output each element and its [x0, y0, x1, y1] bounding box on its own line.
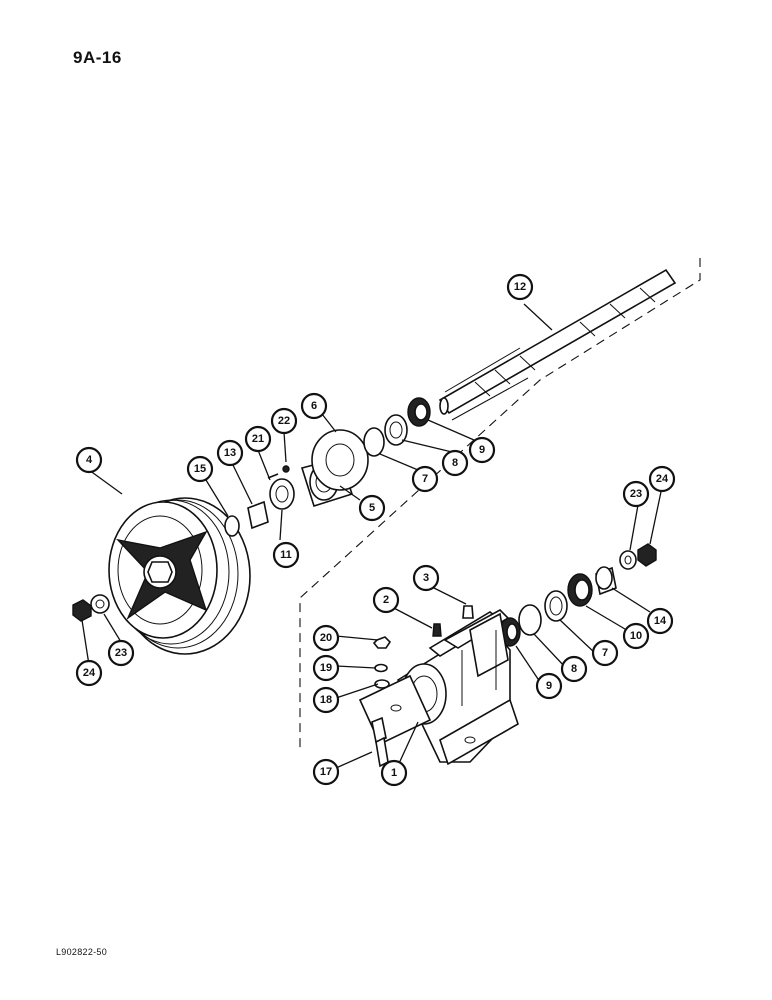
- svg-text:1: 1: [391, 767, 397, 779]
- svg-text:21: 21: [252, 433, 264, 445]
- callout-24-left: 24: [75, 659, 103, 687]
- svg-text:4: 4: [86, 454, 93, 466]
- spacer-seal-cluster: [224, 465, 295, 537]
- svg-text:2: 2: [383, 594, 389, 606]
- svg-text:5: 5: [369, 502, 375, 514]
- callout-7: 7: [411, 465, 439, 493]
- svg-text:23: 23: [115, 647, 127, 659]
- svg-text:6: 6: [311, 400, 317, 412]
- callout-20: 20: [312, 624, 340, 652]
- pulley: [108, 497, 251, 655]
- drive-shaft: [438, 268, 677, 421]
- svg-text:24: 24: [656, 473, 669, 485]
- svg-text:23: 23: [630, 488, 642, 500]
- callout-8: 8: [441, 449, 469, 477]
- svg-text:8: 8: [452, 457, 458, 469]
- svg-text:7: 7: [422, 473, 428, 485]
- leader-lines: [81, 303, 663, 771]
- callout-23-left: 23: [107, 639, 135, 667]
- callout-14: 14: [646, 607, 674, 635]
- callout-2: 2: [372, 586, 400, 614]
- bearing-flange: [300, 429, 369, 508]
- upper-bearing-set: [363, 397, 431, 457]
- callout-8-lower: 8: [560, 655, 588, 683]
- svg-text:14: 14: [654, 615, 667, 627]
- svg-text:13: 13: [224, 447, 236, 459]
- svg-text:22: 22: [278, 415, 290, 427]
- callout-1: 1: [380, 759, 408, 787]
- callout-5: 5: [358, 494, 386, 522]
- svg-text:10: 10: [630, 630, 642, 642]
- callout-13: 13: [216, 439, 244, 467]
- svg-text:9: 9: [546, 680, 552, 692]
- svg-text:17: 17: [320, 766, 332, 778]
- callout-23-right: 23: [622, 480, 650, 508]
- callout-7-lower: 7: [591, 639, 619, 667]
- lower-bearing-set: [499, 543, 657, 647]
- callout-6: 6: [300, 392, 328, 420]
- svg-text:19: 19: [320, 662, 332, 674]
- callout-19: 19: [312, 654, 340, 682]
- callout-4: 4: [75, 446, 103, 474]
- page-number: 9A-16: [73, 48, 122, 67]
- callout-18: 18: [312, 686, 340, 714]
- svg-text:24: 24: [83, 667, 96, 679]
- callout-3: 3: [412, 564, 440, 592]
- callout-9-lower: 9: [535, 672, 563, 700]
- svg-text:8: 8: [571, 663, 577, 675]
- callout-21: 21: [244, 425, 272, 453]
- callout-15: 15: [186, 455, 214, 483]
- svg-text:20: 20: [320, 632, 332, 644]
- callout-12: 12: [506, 273, 534, 301]
- svg-text:9: 9: [479, 444, 485, 456]
- callout-22: 22: [270, 407, 298, 435]
- callout-10: 10: [622, 622, 650, 650]
- svg-text:11: 11: [280, 549, 292, 561]
- callout-11: 11: [272, 541, 300, 569]
- svg-text:18: 18: [320, 694, 332, 706]
- svg-text:15: 15: [194, 463, 206, 475]
- svg-text:12: 12: [514, 281, 526, 293]
- svg-text:3: 3: [423, 572, 429, 584]
- svg-text:7: 7: [602, 647, 608, 659]
- figure-code: L902822-50: [56, 947, 108, 957]
- callout-24-right: 24: [648, 465, 676, 493]
- grease-fittings: [432, 605, 474, 637]
- assembly-dashed-outline: [299, 258, 701, 750]
- callout-9: 9: [468, 436, 496, 464]
- callout-17: 17: [312, 758, 340, 786]
- hub-nut-left: [72, 594, 110, 622]
